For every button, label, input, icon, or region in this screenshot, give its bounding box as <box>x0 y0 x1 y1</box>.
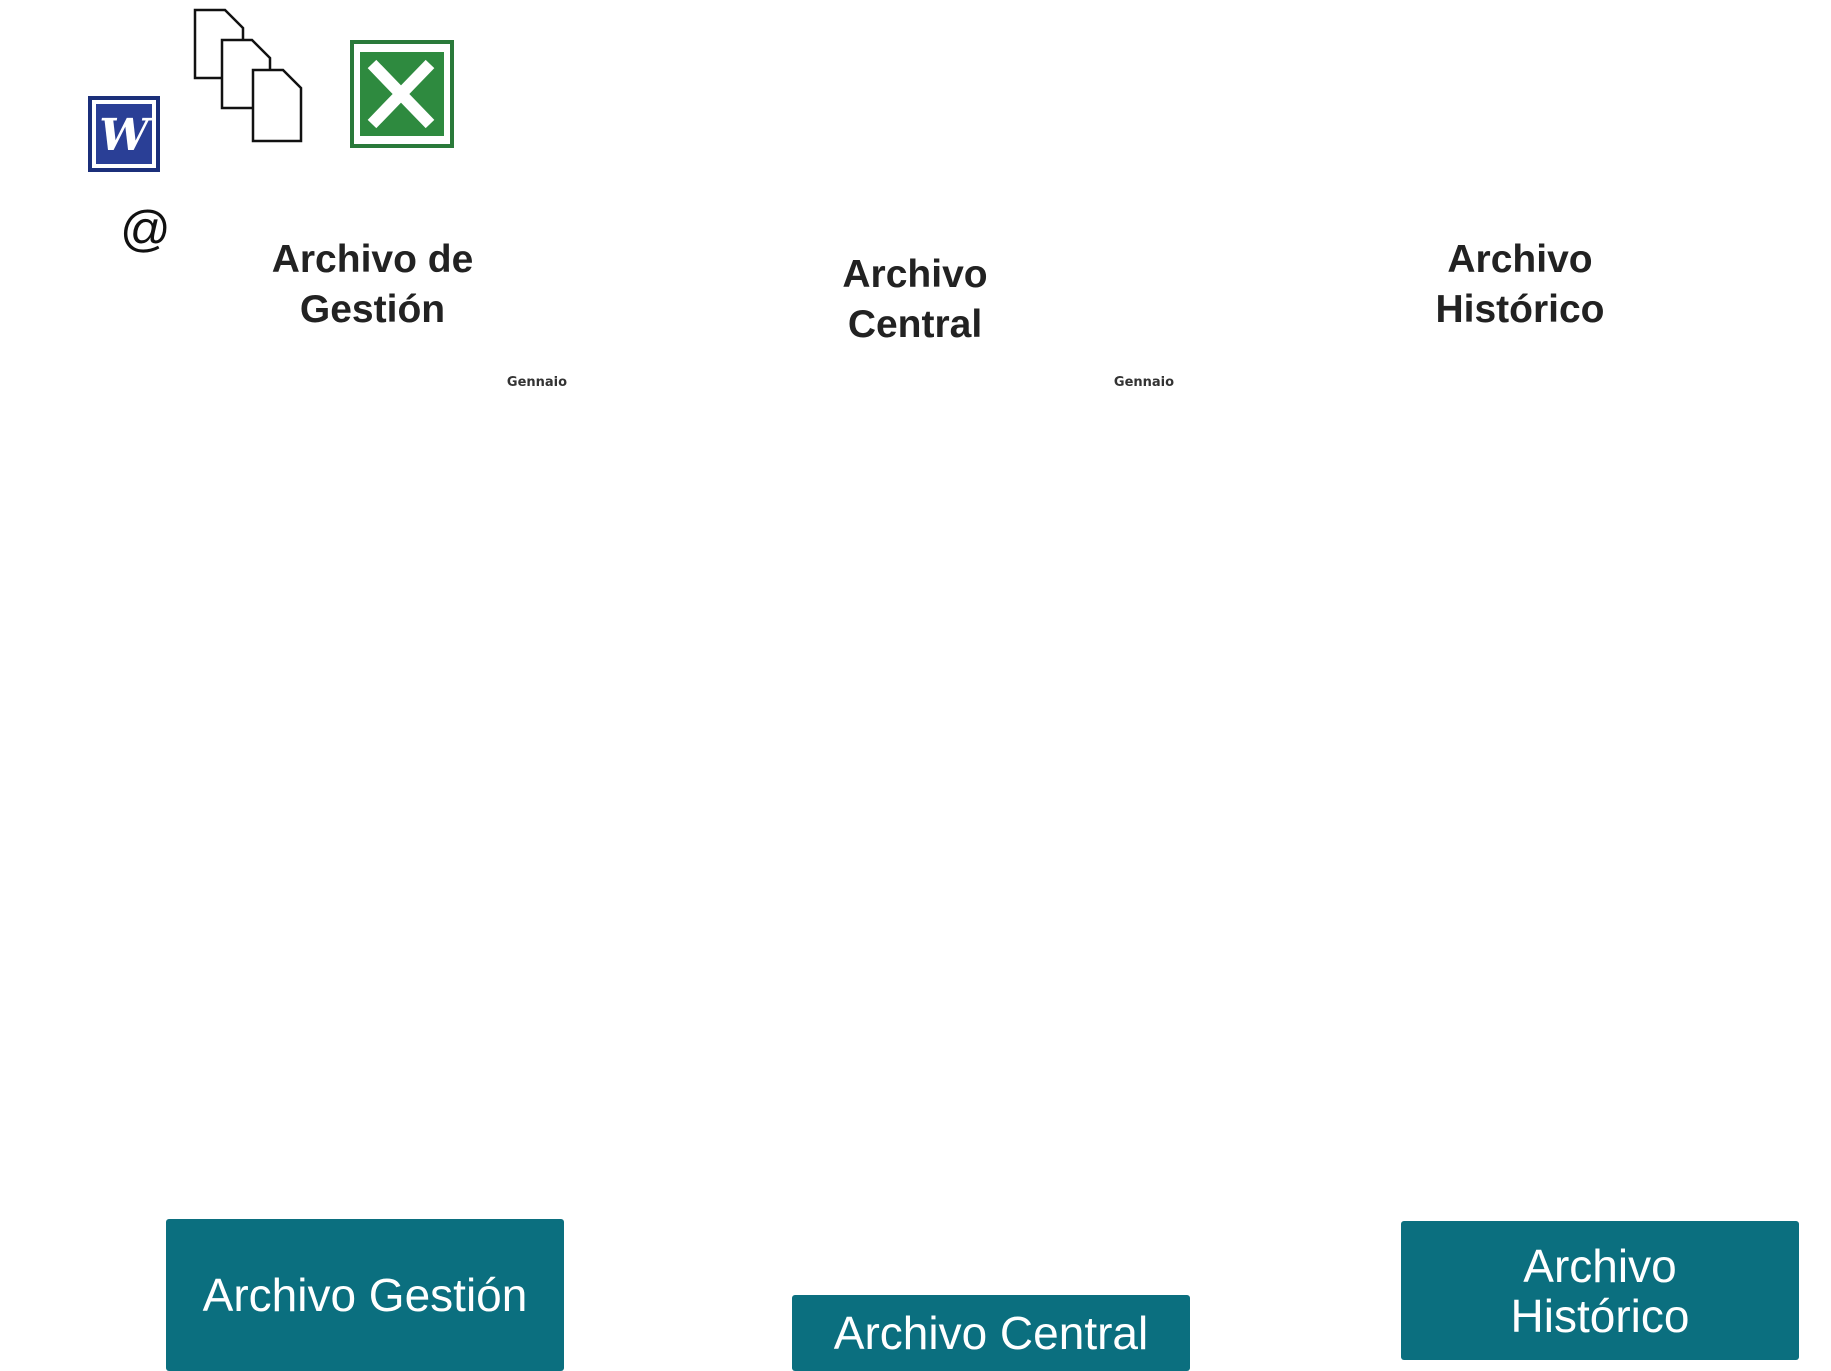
stage-label-line: Central <box>847 303 983 346</box>
stage-label-historico: Archivo Histórico <box>1395 235 1645 335</box>
label-line: Archivo <box>1523 1239 1677 1292</box>
label-archivo-central: Archivo Central <box>792 1295 1190 1371</box>
stage-label-central: Archivo Central <box>790 250 1040 350</box>
label-archivo-gestion: Archivo Gestión <box>166 1219 564 1371</box>
documents-icon <box>193 8 303 143</box>
stage-label-line: Archivo <box>1447 238 1593 281</box>
label-archivo-historico: Archivo Histórico <box>1401 1221 1799 1360</box>
calendar-month: Gennaio <box>506 375 568 390</box>
excel-icon <box>350 40 454 148</box>
at-sign-icon: @ <box>120 201 171 257</box>
stage-label-line: Gestión <box>299 288 446 331</box>
word-icon: W <box>88 96 160 172</box>
stage-label-line: Archivo <box>842 253 988 296</box>
stage-label-line: Archivo de <box>271 238 474 281</box>
label-line: Histórico <box>1510 1289 1690 1342</box>
svg-text:W: W <box>99 110 153 161</box>
stage-label-line: Histórico <box>1435 288 1605 331</box>
stage-label-gestion: Archivo de Gestión <box>240 235 505 335</box>
calendar-month: Gennaio <box>1113 375 1175 390</box>
